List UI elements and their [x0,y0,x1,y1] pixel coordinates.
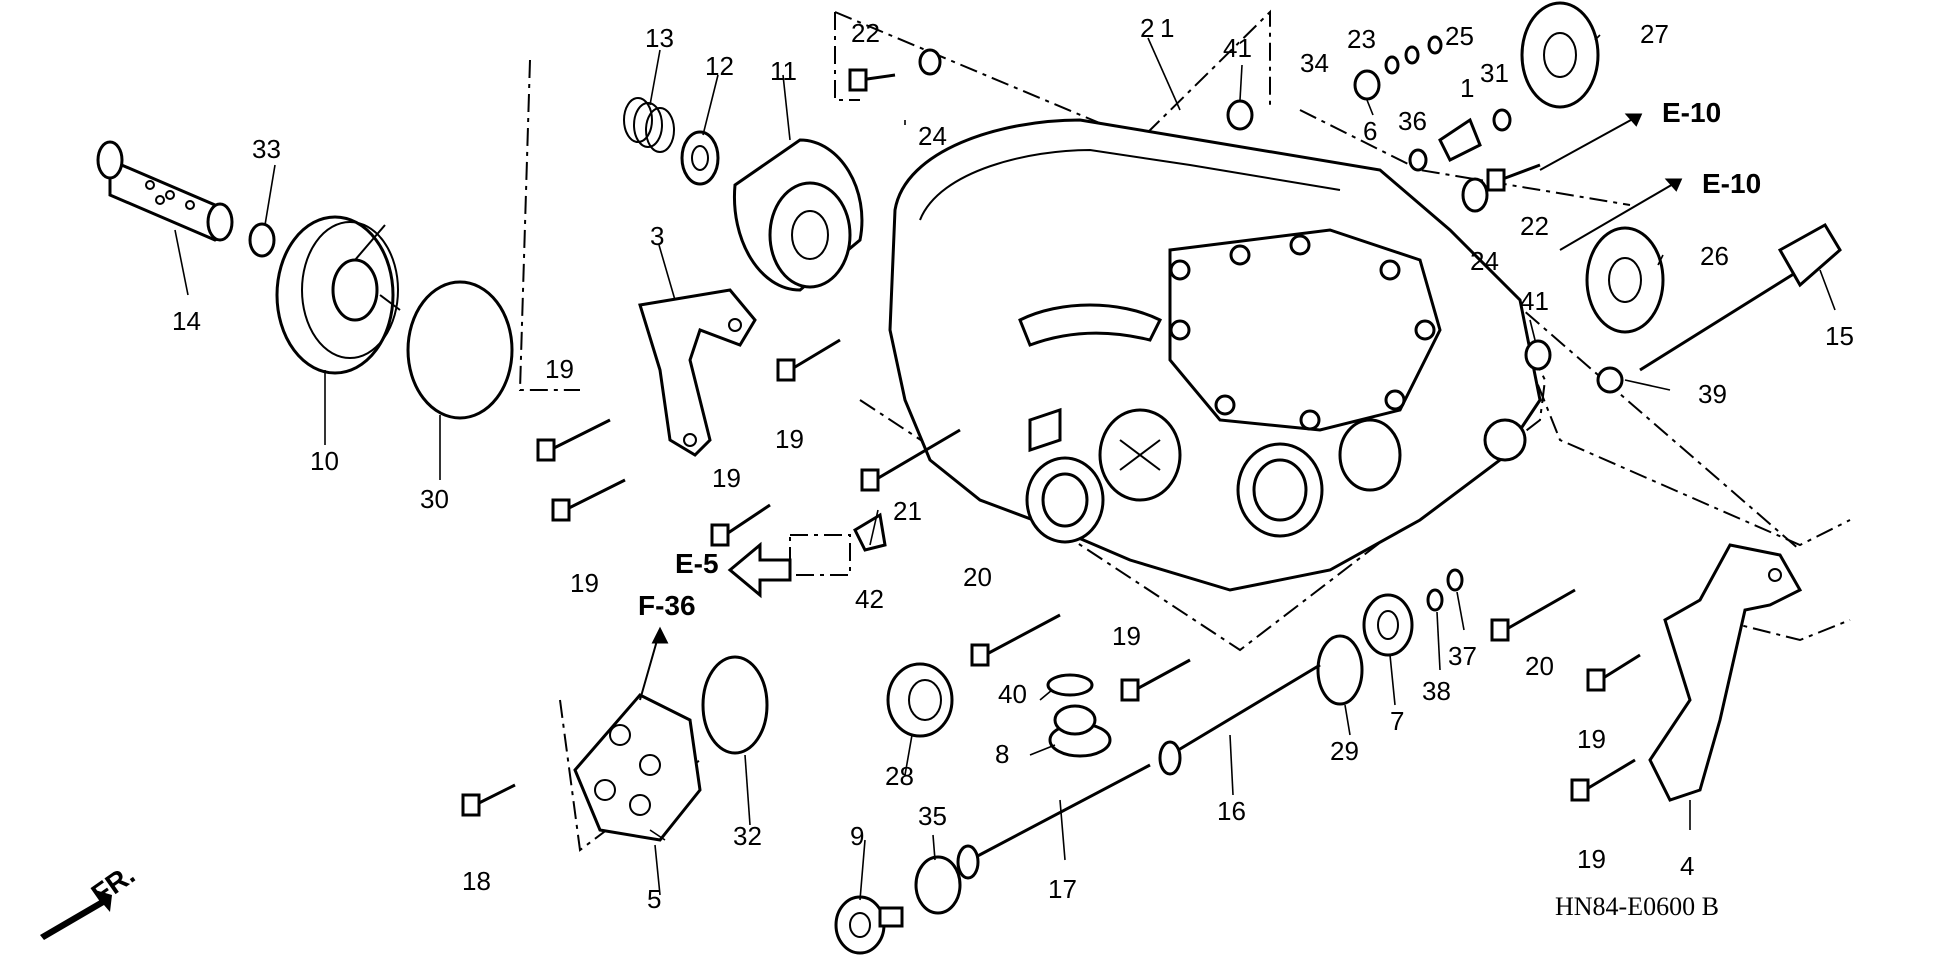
label-part-24a: 24 [918,121,947,151]
plug-6[interactable] [1353,69,1381,101]
label-part-19a: 19 [545,354,574,384]
label-part-1: 1 [1160,13,1174,43]
label-part-20b: 20 [1525,651,1554,681]
dipstick-15[interactable] [1639,222,1842,372]
label-part-20a: 20 [963,562,992,592]
label-part-12: 12 [705,51,734,81]
label-part-18: 18 [462,866,491,896]
label-part-23: 23 [1347,24,1376,54]
o-ring-33[interactable] [248,222,276,258]
label-part-13: 13 [645,23,674,53]
diagram-code: HN84-E0600 B [1555,892,1719,921]
label-part-33: 33 [252,134,281,164]
reference-arrows [639,113,1683,701]
label-part-6: 6 [1363,116,1377,146]
o-ring-30[interactable] [406,280,514,420]
label-part-25: 25 [1445,21,1474,51]
label-part-38: 38 [1422,676,1451,706]
front-direction-indicator: FR. [40,859,140,940]
front-label: FR. [86,859,141,910]
bearing-27[interactable] [1520,1,1600,109]
label-part-36: 36 [1398,106,1427,136]
label-part-39: 39 [1698,379,1727,409]
label-part-26: 26 [1700,241,1729,271]
label-part-32: 32 [733,821,762,851]
label-part-35: 35 [918,801,947,831]
breather-7[interactable] [1362,593,1414,657]
label-part-19d: 19 [570,568,599,598]
label-part-41b: 41 [1520,286,1549,316]
label-part-29: 29 [1330,736,1359,766]
label-part-27: 27 [1640,19,1669,49]
ref-f36: F-36 [638,590,696,621]
ref-e5: E-5 [675,548,719,579]
label-part-21: 21 [893,496,922,526]
plug-9[interactable] [834,895,904,955]
label-part-19g: 19 [1577,844,1606,874]
label-part-5: 5 [647,884,661,914]
label-part-37: 37 [1448,641,1477,671]
long-bolt-16[interactable] [1158,663,1321,776]
label-part-4: 4 [1680,851,1694,881]
long-bolt-17[interactable] [956,763,1151,880]
washer-40[interactable] [1046,673,1094,697]
plug-8[interactable] [1048,704,1112,758]
washer-38[interactable] [1426,588,1444,612]
label-part-22b: 22 [1520,211,1549,241]
leader-lines [174,34,1836,901]
label-part-10: 10 [310,446,339,476]
part-labels: 1 1 2 3 4 5 6 7 8 9 10 11 12 13 14 15 16… [172,13,1854,914]
oil-strainer-screen[interactable] [96,140,234,242]
label-part-22a: 22 [851,18,880,48]
label-part-42: 42 [855,584,884,614]
label-part-15: 15 [1825,321,1854,351]
label-part-19f: 19 [1577,724,1606,754]
dowel-41-lower[interactable] [1524,339,1552,371]
bolts[interactable] [461,48,1641,817]
label-part-41a: 41 [1223,33,1252,63]
ref-e10-lower: E-10 [1702,168,1761,199]
o-ring-29[interactable] [1316,634,1364,706]
ref-e10-upper: E-10 [1662,97,1721,128]
label-part-11: 11 [770,56,797,86]
bracket-4[interactable] [1648,543,1803,802]
label-part-19b: 19 [775,424,804,454]
oil-seal-28[interactable] [886,662,954,738]
label-part-28: 28 [885,761,914,791]
label-part-24b: 24 [1470,246,1499,276]
bearing-26[interactable] [1585,226,1665,334]
final-gear-case-housing[interactable] [888,118,1542,592]
label-part-2: 2 [1140,13,1154,43]
washer-12[interactable] [680,130,720,186]
label-part-40: 40 [998,679,1027,709]
oil-filter-cover[interactable] [275,215,401,375]
label-part-9: 9 [850,821,864,851]
label-part-31: 31 [1480,58,1509,88]
small-parts-upper-right[interactable] [1384,35,1512,213]
reference-labels: E-10 E-10 E-5 F-36 [638,97,1761,621]
washer-37[interactable] [1446,568,1464,592]
label-part-7: 7 [1390,706,1404,736]
o-ring-13[interactable] [623,97,675,153]
label-part-17: 17 [1048,874,1077,904]
label-part-34: 34 [1300,48,1329,78]
bracket-3[interactable] [638,288,757,457]
gasket-32[interactable] [701,655,769,755]
label-part-1b: 1 [1460,73,1474,103]
washer-39[interactable] [1596,366,1624,394]
label-part-3: 3 [650,221,664,251]
label-part-19c: 19 [712,463,741,493]
oil-filter-11[interactable] [732,138,864,292]
o-ring-35[interactable] [914,855,962,915]
label-part-30: 30 [420,484,449,514]
label-part-16: 16 [1217,796,1246,826]
label-part-8: 8 [995,739,1009,769]
dowel-41-upper[interactable] [1226,99,1254,131]
oil-pump-assembly[interactable] [573,693,702,842]
label-part-19e: 19 [1112,621,1141,651]
label-part-14: 14 [172,306,201,336]
